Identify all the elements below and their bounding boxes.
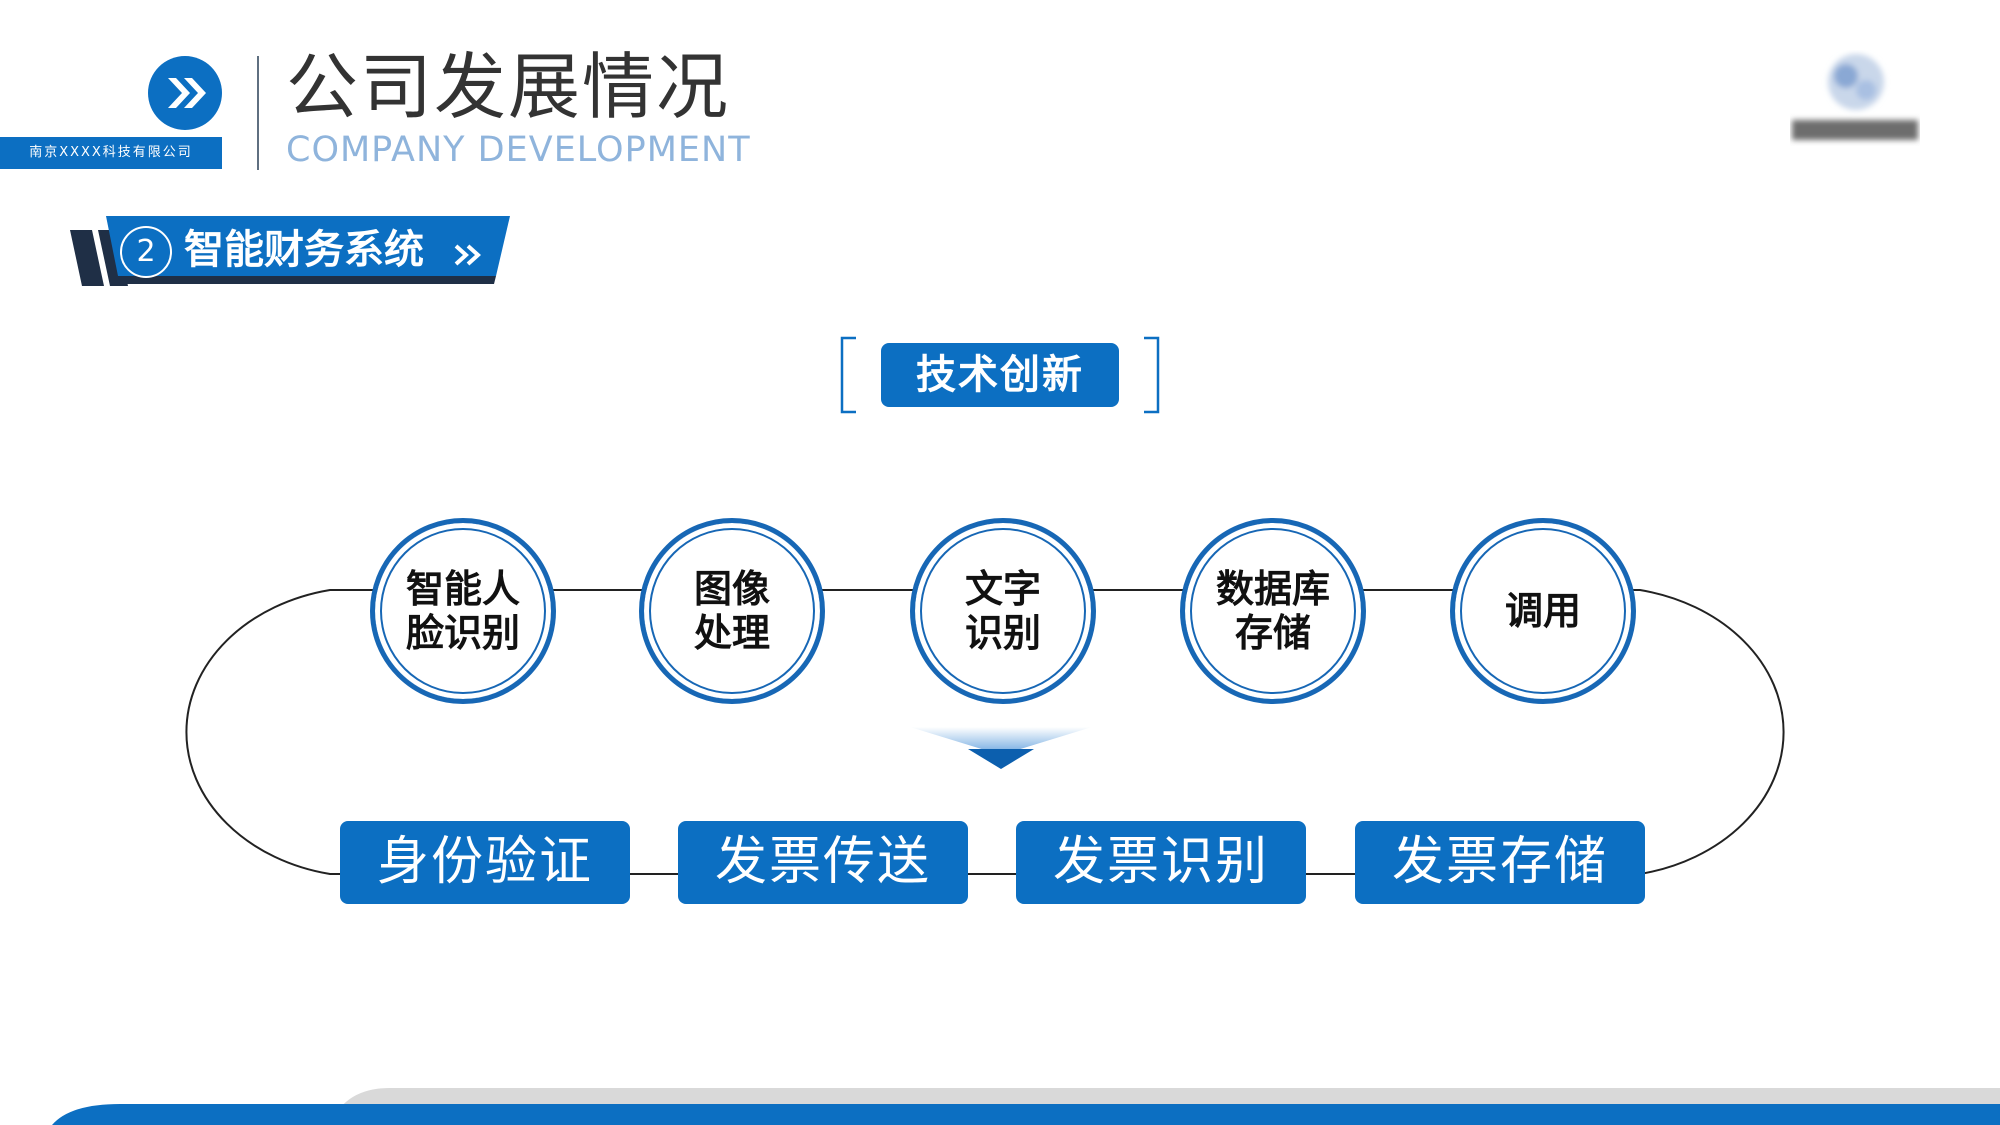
tech-circle-line: 存储 (1234, 611, 1311, 655)
tech-innovation-tag: 技术创新 (881, 343, 1119, 407)
tech-circle-label: 调用 (1504, 589, 1581, 633)
partner-logo-icon (1790, 50, 1920, 146)
header-divider (257, 56, 259, 170)
tech-circle-line: 脸识别 (405, 611, 520, 655)
double-chevron-icon (454, 244, 481, 266)
process-step: 身份验证 (340, 821, 630, 904)
tech-circle: 智能人脸识别 (370, 518, 556, 704)
company-logo-icon (148, 56, 222, 130)
section-number-badge: 2 (120, 226, 172, 278)
tech-circle: 数据库存储 (1180, 518, 1366, 704)
tech-circle: 文字识别 (910, 518, 1096, 704)
down-arrow-icon (910, 727, 1092, 769)
tech-circle-label: 图像处理 (672, 567, 792, 655)
section-title: 智能财务系统 (184, 227, 424, 273)
company-name: 南京XXXX科技有限公司 (0, 137, 222, 169)
tech-circle-line: 处理 (693, 611, 770, 655)
tech-circle-line: 数据库 (1215, 567, 1330, 611)
tech-circle: 调用 (1450, 518, 1636, 704)
tag-brackets (840, 336, 1160, 414)
section-banner (70, 216, 510, 286)
process-step: 发票传送 (678, 821, 968, 904)
tech-circle-line: 图像 (693, 567, 770, 611)
page-title: 公司发展情况 (286, 45, 731, 129)
tech-circle-label: 文字识别 (943, 567, 1063, 655)
tech-circle-line: 智能人 (405, 567, 520, 611)
page-subtitle: COMPANY DEVELOPMENT (286, 130, 751, 170)
process-step: 发票存储 (1355, 821, 1645, 904)
tech-circle-line: 识别 (964, 611, 1041, 655)
process-step: 发票识别 (1016, 821, 1306, 904)
footer-bands (52, 1088, 2000, 1125)
tech-circle-line: 文字 (964, 567, 1041, 611)
tech-circle: 图像处理 (639, 518, 825, 704)
tech-circle-label: 智能人脸识别 (403, 567, 523, 655)
tech-circle-label: 数据库存储 (1213, 567, 1333, 655)
